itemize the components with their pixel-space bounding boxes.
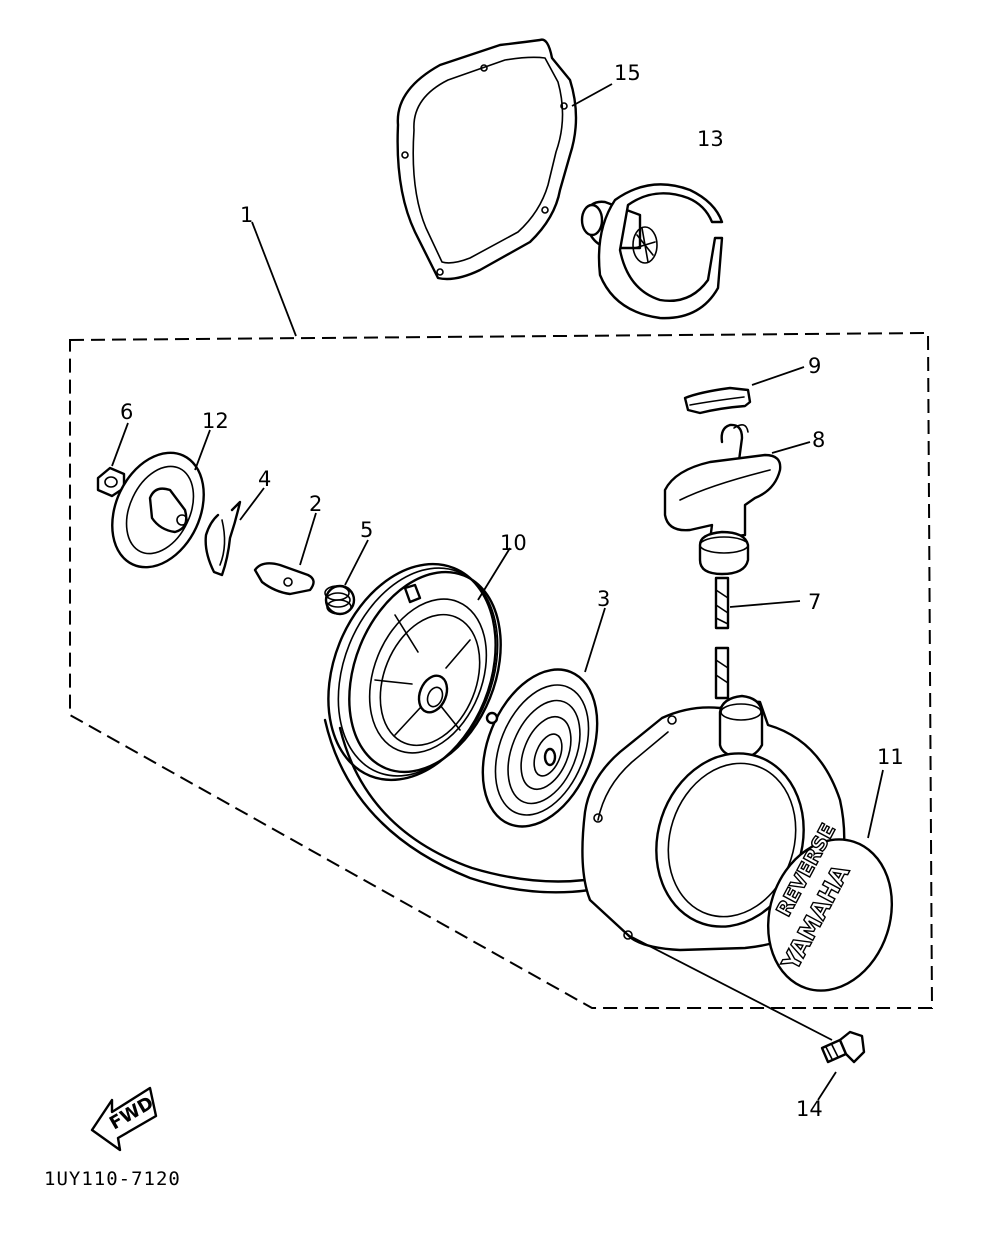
- callout-3: 3: [597, 587, 610, 611]
- callout-12: 12: [202, 409, 229, 433]
- callout-4: 4: [258, 467, 271, 491]
- callout-2: 2: [309, 492, 322, 516]
- callout-15: 15: [614, 61, 641, 85]
- callout-13: 13: [697, 127, 724, 151]
- part-10-rope-reel: 10: [327, 531, 527, 782]
- part-14-bolt: 14: [627, 934, 866, 1121]
- part-3-spiral-spring: 3: [481, 587, 610, 828]
- callout-9: 9: [808, 354, 821, 378]
- part-8-handle: 8: [663, 423, 825, 576]
- callout-8: 8: [812, 428, 825, 452]
- part-2-pawl: 2: [253, 492, 322, 596]
- callout-11: 11: [877, 745, 904, 769]
- part-7-rope: 7: [323, 576, 821, 894]
- callout-5: 5: [360, 518, 373, 542]
- part-15-gasket: [396, 38, 578, 281]
- callout-14: 14: [796, 1097, 823, 1121]
- callout-10: 10: [500, 531, 527, 555]
- part-4-clip: 4: [204, 467, 271, 577]
- part-5-spring: 5: [324, 518, 373, 616]
- assembly-boundary: [69, 331, 934, 1009]
- part-9-handle-cap: 9: [683, 354, 821, 415]
- part-6-nut: 6: [96, 400, 133, 498]
- part-12-plate: 12: [111, 409, 229, 569]
- callout-1: 1: [240, 203, 253, 227]
- part-13-drive-pulley: 13: [580, 127, 724, 320]
- callout-6: 6: [120, 400, 133, 424]
- fwd-arrow-icon: FWD: [90, 1086, 157, 1152]
- part-code: 1UY110-7120: [44, 1168, 181, 1190]
- callout-7: 7: [808, 590, 821, 614]
